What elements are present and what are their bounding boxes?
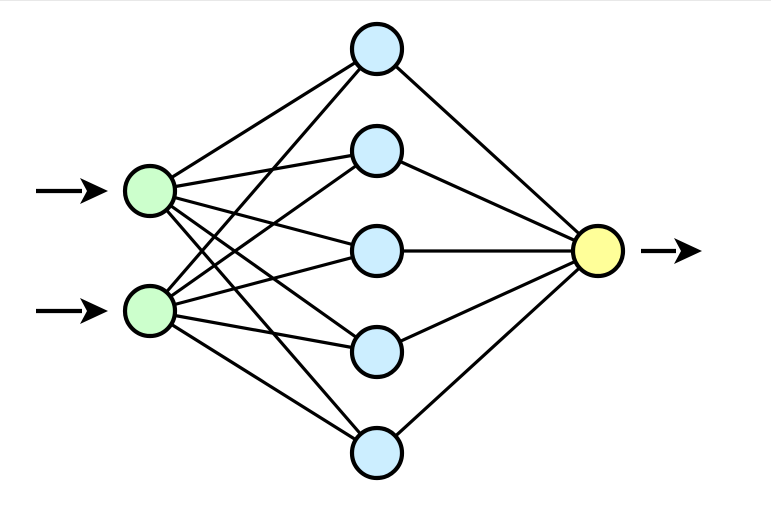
edge-i2-h5: [149, 309, 378, 455]
arrow-head: [80, 178, 108, 204]
edge-h5-o1: [375, 249, 600, 455]
node-input-i1[interactable]: [122, 163, 178, 219]
output-arrow-out1: [641, 238, 702, 264]
node-input-i2[interactable]: [122, 283, 178, 339]
node-hidden-h4[interactable]: [349, 324, 405, 380]
edge-i2-h1: [148, 47, 379, 313]
edge-i2-h4: [149, 309, 378, 354]
node-hidden-h1[interactable]: [349, 21, 405, 77]
edge-i1-h3: [149, 189, 378, 253]
edge-i1-h4: [149, 189, 378, 354]
input-arrow-in1: [36, 178, 108, 204]
nodes-group: [122, 21, 626, 481]
edge-i1-h1: [149, 47, 378, 193]
node-output-o1[interactable]: [570, 223, 626, 279]
edge-i2-h2: [149, 149, 378, 313]
edge-h2-o1: [376, 149, 599, 253]
edge-i2-h3: [149, 249, 378, 313]
edge-h1-o1: [375, 47, 600, 253]
edge-h4-o1: [376, 249, 599, 354]
edges-group: [148, 47, 600, 455]
node-hidden-h3[interactable]: [349, 223, 405, 279]
edge-i1-h2: [149, 149, 378, 193]
node-hidden-h5[interactable]: [349, 425, 405, 481]
edge-i1-h5: [148, 189, 379, 455]
arrow-head: [80, 298, 108, 324]
input-arrow-in2: [36, 298, 108, 324]
node-hidden-h2[interactable]: [349, 123, 405, 179]
io-arrows-group: [36, 178, 702, 324]
arrow-head: [674, 238, 702, 264]
